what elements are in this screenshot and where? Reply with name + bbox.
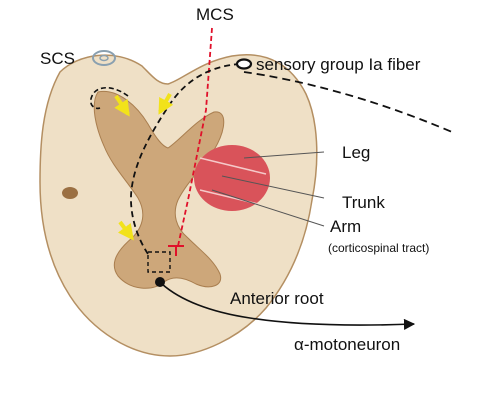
label-trunk: Trunk bbox=[342, 193, 385, 212]
label-corticospinal-tract: (corticospinal tract) bbox=[328, 241, 429, 255]
sensory-fiber-icon bbox=[237, 60, 251, 69]
label-arm: Arm bbox=[330, 217, 361, 236]
label-leg: Leg bbox=[342, 143, 370, 162]
white-matter bbox=[40, 55, 317, 356]
label-anterior-root: Anterior root bbox=[230, 289, 324, 308]
label-scs: SCS bbox=[40, 49, 75, 68]
central-canal bbox=[62, 187, 78, 199]
label-mcs: MCS bbox=[196, 5, 234, 24]
label-sensory-fiber: sensory group Ia fiber bbox=[256, 55, 421, 74]
label-motoneuron: α-motoneuron bbox=[294, 335, 400, 354]
